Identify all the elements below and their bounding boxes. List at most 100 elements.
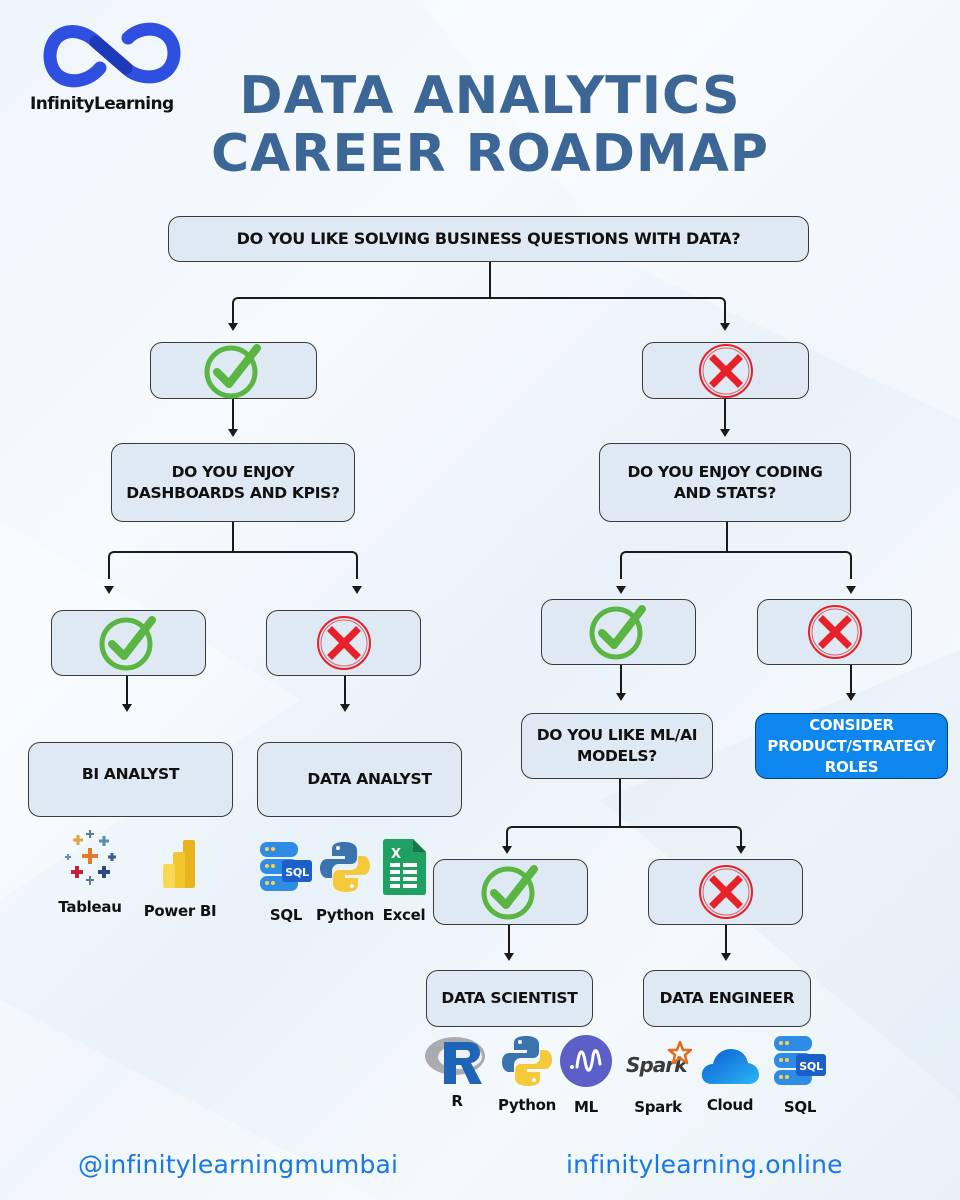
tool-label: R: [451, 1092, 463, 1110]
tool-label: Excel: [382, 906, 426, 924]
svg-text:SQL: SQL: [799, 1060, 823, 1073]
connector: [356, 559, 358, 579]
sql-database-icon: SQL: [260, 842, 312, 891]
answer-no-box: [642, 342, 809, 399]
connector: [348, 551, 358, 561]
arrow-down-icon: [228, 323, 238, 331]
check-circle-icon: [204, 343, 261, 398]
outcome-data-engineer: DATA ENGINEER: [643, 970, 811, 1027]
outcome-data-analyst: DATA ANALYST: [257, 742, 462, 817]
answer-yes-box: [51, 610, 206, 676]
connector: [232, 297, 242, 307]
connector: [108, 559, 110, 579]
python-icon: [320, 842, 370, 892]
connector: [620, 665, 622, 695]
connector: [116, 551, 352, 553]
tool-power-bi: Power BI: [138, 838, 222, 920]
tool-label: Cloud: [706, 1096, 754, 1114]
connector: [732, 826, 742, 836]
outcome-label: PRODUCT/STRATEGY: [767, 736, 936, 755]
sql-database-icon: SQL: [774, 1036, 826, 1085]
excel-icon: X: [383, 839, 426, 895]
tool-python-ds: Python: [496, 1034, 558, 1114]
outcome-bi-analyst: BI ANALYST: [28, 742, 233, 817]
connector: [726, 522, 728, 552]
question-text: DASHBOARDS AND KPIS?: [126, 483, 340, 502]
ml-icon: [560, 1035, 612, 1087]
svg-text:X: X: [391, 847, 401, 862]
website-link[interactable]: infinitylearning.online: [566, 1150, 843, 1179]
answer-yes-box: [150, 342, 317, 399]
connector: [725, 925, 727, 955]
arrow-down-icon: [104, 586, 114, 594]
arrow-down-icon: [720, 429, 730, 437]
tableau-icon: [65, 830, 116, 885]
question-text: DO YOU LIKE SOLVING BUSINESS QUESTIONS W…: [236, 229, 741, 249]
arrow-down-icon: [352, 586, 362, 594]
answer-no-box: [648, 859, 803, 925]
connector: [232, 522, 234, 552]
infinity-icon: [43, 22, 181, 88]
cross-circle-icon: [807, 605, 862, 659]
question-business-data: DO YOU LIKE SOLVING BUSINESS QUESTIONS W…: [168, 216, 809, 262]
svg-text:SQL: SQL: [285, 866, 309, 879]
tool-r: R: [424, 1034, 490, 1110]
connector: [740, 834, 742, 846]
connector: [850, 665, 852, 695]
arrow-down-icon: [504, 953, 514, 961]
cross-circle-icon: [316, 616, 371, 670]
outcome-label: ROLES: [824, 757, 879, 776]
tool-spark: Spark Spark: [624, 1040, 692, 1116]
tool-tableau: Tableau: [52, 828, 128, 916]
connector: [506, 826, 516, 836]
tool-excel: X Excel: [378, 838, 430, 924]
outcome-label: DATA SCIENTIST: [441, 989, 578, 1008]
arrow-down-icon: [720, 323, 730, 331]
cross-circle-icon: [698, 343, 753, 398]
question-coding-stats: DO YOU ENJOY CODING AND STATS?: [599, 443, 851, 522]
connector: [842, 551, 852, 561]
connector: [514, 826, 736, 828]
connector: [126, 676, 128, 706]
tool-label: Spark: [634, 1098, 682, 1116]
tool-python: Python: [314, 840, 376, 924]
answer-yes-box: [541, 599, 696, 665]
connector: [620, 559, 622, 579]
arrow-down-icon: [616, 586, 626, 594]
check-circle-icon: [589, 605, 646, 660]
arrow-down-icon: [736, 846, 746, 854]
arrow-down-icon: [502, 846, 512, 854]
spark-icon: Spark: [626, 1040, 692, 1077]
outcome-label: CONSIDER: [809, 715, 894, 734]
outcome-label: DATA ANALYST: [307, 770, 432, 789]
outcome-data-scientist: DATA SCIENTIST: [426, 970, 593, 1027]
question-dashboards-kpis: DO YOU ENJOY DASHBOARDS AND KPIS?: [111, 443, 355, 522]
r-language-icon: [425, 1037, 485, 1084]
check-circle-icon: [99, 616, 156, 671]
connector: [716, 297, 726, 307]
brand-name: InfinityLearning: [30, 94, 174, 114]
arrow-down-icon: [340, 704, 350, 712]
arrow-down-icon: [846, 586, 856, 594]
connector: [489, 262, 491, 299]
tool-ml: ML: [558, 1034, 614, 1116]
connector: [724, 305, 726, 325]
connector: [232, 399, 234, 431]
tool-label: SQL: [783, 1098, 817, 1116]
question-text: AND STATS?: [673, 483, 777, 502]
social-handle-link[interactable]: @infinitylearningmumbai: [78, 1150, 399, 1179]
tool-label: Python: [497, 1096, 557, 1114]
svg-text:Spark: Spark: [626, 1053, 689, 1077]
tool-label: Power BI: [143, 902, 217, 920]
check-circle-icon: [481, 865, 538, 920]
connector: [628, 551, 846, 553]
answer-yes-box: [433, 859, 588, 925]
connector: [724, 399, 726, 431]
question-text: DO YOU LIKE ML/AI: [536, 726, 698, 745]
connector: [850, 559, 852, 579]
arrow-down-icon: [122, 704, 132, 712]
connector: [232, 305, 234, 325]
question-text: MODELS?: [576, 747, 657, 765]
answer-no-box: [757, 599, 912, 665]
arrow-down-icon: [721, 953, 731, 961]
